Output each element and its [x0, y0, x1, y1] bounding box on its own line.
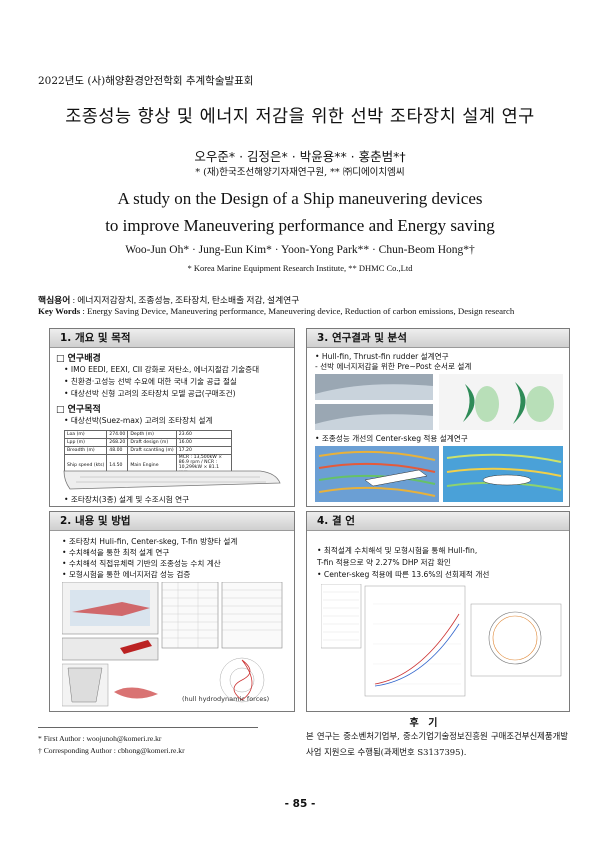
affiliation-korean: * (재)한국조선해양기자재연구원, ** ㈜디에이치엠씨 — [195, 167, 405, 178]
keywords-english: Key Words : Energy Saving Device, Maneuv… — [38, 306, 514, 316]
panel-results-heading: 3. 연구결과 및 분석 — [307, 329, 569, 348]
table-cell: 48.00 — [106, 446, 129, 455]
bullet-bottom: • 조타장치(3종) 설계 및 수조시험 연구 — [64, 495, 190, 504]
bullet-method-4: • 모형시험을 통한 에너지저감 성능 검증 — [62, 570, 191, 579]
title-korean: 조종성능 향상 및 에너지 저감을 위한 선박 조타장치 설계 연구 — [65, 107, 535, 127]
bullet-conclusion-2: T-fin 적용으로 약 2.27% DHP 저감 확인 — [317, 558, 451, 567]
bullet-result-1: • Hull-fin, Thrust-fin rudder 설계연구 — [315, 352, 449, 361]
authors-english: Woo-Jun Oh* · Jung-Eun Kim* · Yoon-Yong … — [125, 244, 475, 256]
bullet-background-3: • 대상선박 신형 고려의 조타장치 모델 공급(구매조건) — [64, 389, 236, 398]
panel-conclusion: 4. 결 언 • 최적설계 수치해석 및 모형시험을 통해 Hull-fin, … — [306, 511, 570, 712]
panel-methods-heading: 2. 내용 및 방법 — [50, 512, 294, 531]
title-english: A study on the Design of a Ship maneuver… — [0, 185, 600, 239]
footnote-divider — [38, 727, 258, 728]
authors-korean: 오우준* · 김정은* · 박윤용** · 홍춘범*† — [194, 149, 406, 164]
table-cell: Depth (m) — [127, 430, 177, 439]
table-cell: Lpp (m) — [63, 438, 108, 447]
keywords-korean: 핵심용어 : 에너지저감장치, 조종성능, 조타장치, 탄소배출 저감, 설계연… — [38, 293, 299, 306]
footnote-first-author: * First Author : woojunoh@komeri.re.kr — [38, 734, 162, 743]
table-cell: 16.00 — [175, 438, 232, 447]
table-cell: 23.60 — [175, 430, 232, 439]
sub-heading-objective: □ 연구목적 — [56, 405, 101, 415]
hull-outline-figure — [63, 470, 281, 490]
center-skeg-simulation-figure — [315, 446, 563, 502]
conference-header: 2022년도 (사)해양환경안전학회 추계학술발표회 — [38, 75, 254, 87]
keywords-korean-label: 핵심용어 — [38, 295, 71, 305]
figure-caption-hull-forces: (hull hydrodynamic forces) — [182, 695, 270, 703]
table-cell: Draft design (m) — [127, 438, 177, 447]
panel-overview: 1. 개요 및 목적 □ 연구배경 • IMO EEDI, EEXI, CII … — [49, 328, 295, 507]
acknowledgement-heading: 후 기 — [409, 718, 441, 729]
table-cell: 17.20 — [175, 446, 232, 455]
sub-heading-background: □ 연구배경 — [56, 354, 101, 364]
panel-conclusion-heading: 4. 결 언 — [307, 512, 569, 531]
keywords-english-text: : Energy Saving Device, Maneuvering perf… — [82, 306, 515, 316]
bullet-method-3: • 수치해석 직접유체력 기반의 조종성능 수치 계산 — [62, 559, 221, 568]
keywords-english-label: Key Words — [38, 306, 81, 316]
bullet-background-1: • IMO EEDI, EEXI, CII 강화로 저탄소, 에너지절감 기술증… — [64, 365, 260, 374]
title-english-line2: to improve Maneuvering performance and E… — [105, 216, 495, 235]
page-number: - 85 - — [284, 798, 316, 810]
bullet-background-2: • 친환경·고성능 선박 수요에 대한 국내 기술 공급 절실 — [64, 377, 237, 386]
table-cell: Draft scantling (m) — [127, 446, 177, 455]
footnote-corresponding-author: † Corresponding Author : cbhong@komeri.r… — [38, 746, 185, 755]
bullet-conclusion-3: • Center-skeg 적용에 따른 13.6%의 선회제적 개선 — [317, 570, 490, 579]
bullet-result-2: - 선박 에너지저감을 위한 Pre~Post 순서로 설계 — [315, 362, 472, 371]
bullet-result-3: • 조종성능 개선의 Center-skeg 적용 설계연구 — [315, 434, 468, 443]
bullet-conclusion-1: • 최적설계 수치해석 및 모형시험을 통해 Hull-fin, — [317, 546, 478, 555]
acknowledgement-text: 본 연구는 중소벤처기업부, 중소기업기술정보진흥원 구매조건부신제품개발사업 … — [306, 731, 568, 757]
table-cell: Breadth (m) — [63, 446, 108, 455]
conclusion-figures — [321, 584, 562, 697]
bullet-objective-1: • 대상선박(Suez-max) 고려의 조타장치 설계 — [64, 416, 213, 425]
panel-methods: 2. 내용 및 방법 • 조타장치 Huli-fin, Center-skeg,… — [49, 511, 295, 712]
table-cell: 268.20 — [106, 438, 129, 447]
hull-fin-simulation-figure — [315, 374, 563, 430]
title-english-line1: A study on the Design of a Ship maneuver… — [117, 189, 483, 208]
bullet-method-1: • 조타장치 Huli-fin, Center-skeg, T-fin 방향타 … — [62, 537, 238, 546]
panel-overview-heading: 1. 개요 및 목적 — [50, 329, 294, 348]
bullet-method-2: • 수치해석을 통한 최적 설계 연구 — [62, 548, 170, 557]
table-cell: 274.00 — [106, 430, 129, 439]
panel-results: 3. 연구결과 및 분석 • Hull-fin, Thrust-fin rudd… — [306, 328, 570, 507]
keywords-korean-text: : 에너지저감장치, 조종성능, 조타장치, 탄소배출 저감, 설계연구 — [72, 295, 300, 305]
methods-figure-collage — [62, 582, 283, 707]
affiliation-english: * Korea Marine Equipment Research Instit… — [187, 263, 413, 273]
table-cell: Loa (m) — [63, 430, 108, 439]
